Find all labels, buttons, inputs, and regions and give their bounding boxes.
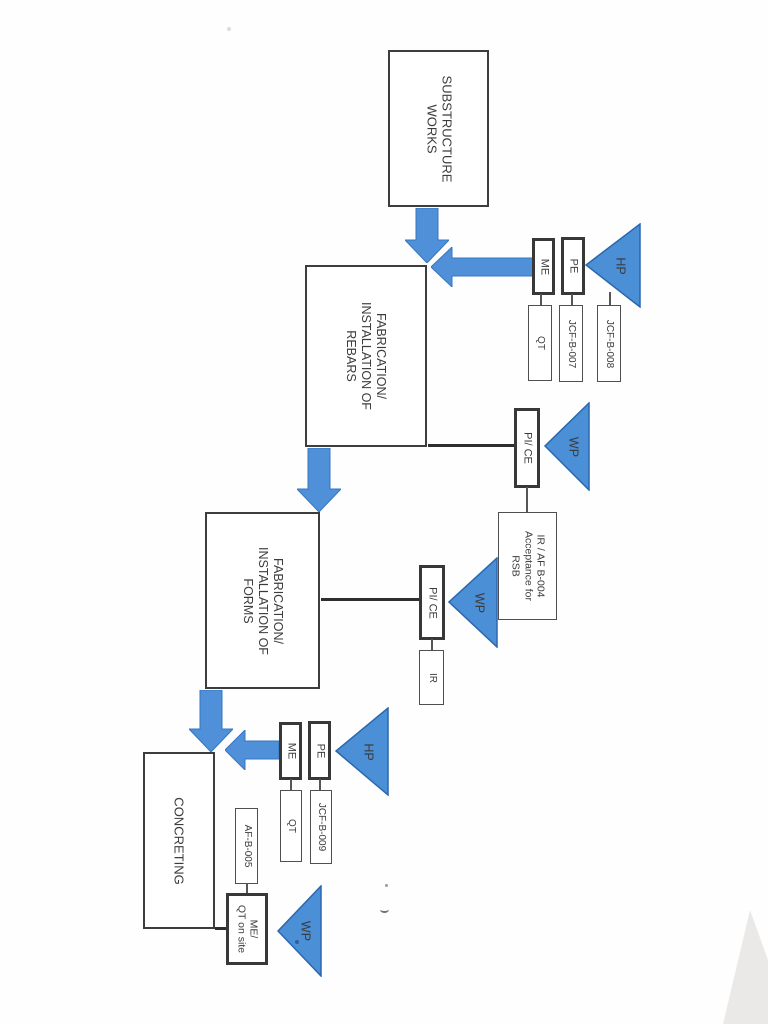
connector-line — [540, 294, 542, 306]
inspection-box-me-concreting: ME — [279, 722, 302, 780]
doc-label: JCF-B-009 — [315, 802, 327, 852]
connector-line — [609, 292, 611, 306]
inspection-label: PI/ CE — [521, 432, 534, 464]
ink-smudge-arc — [380, 906, 389, 913]
inspection-box-pi-ce-forms: PI/ CE — [419, 565, 445, 640]
inspection-label: PI/ CE — [426, 586, 439, 619]
inspection-label: ME/ QT on site — [235, 904, 260, 954]
doc-box-jcf-b-009: JCF-B-009 — [310, 790, 332, 864]
connector-line-rebars-to-pice — [428, 444, 514, 447]
connector-line-concreting-to-meqt — [215, 927, 227, 930]
connector-line — [319, 779, 321, 791]
doc-box-jcf-b-008: JCF-B-008 — [597, 305, 621, 382]
hold-point-triangle-rebars: HP — [584, 222, 641, 309]
inspection-box-pe-concreting: PE — [308, 721, 331, 780]
doc-box-ir-af-b-004: IR / AF B-004 Acceptance for RSB — [498, 512, 557, 620]
flow-box-fabrication-installation-forms: FABRICATION/ INSTALLATION OF FORMS — [205, 512, 320, 689]
witness-point-triangle-concreting: WP — [276, 884, 322, 978]
arrow-down-substructure-to-rebars — [403, 207, 451, 268]
witness-point-triangle-rebars: WP — [543, 401, 590, 492]
doc-label: QT — [534, 336, 546, 350]
inspection-box-me-rebars: ME — [532, 238, 555, 295]
arrow-left-me-to-concreting — [224, 728, 280, 775]
hold-point-label: HP — [613, 256, 628, 275]
doc-box-jcf-b-007: JCF-B-007 — [559, 305, 583, 382]
connector-line-forms-to-pice — [321, 598, 419, 601]
inspection-label: ME — [537, 258, 550, 275]
inspection-box-pe-rebars: PE — [561, 237, 585, 295]
inspection-label: PE — [567, 258, 580, 274]
connector-line — [526, 487, 528, 513]
witness-point-label: WP — [298, 920, 313, 942]
doc-box-qt-rebars: QT — [528, 305, 552, 381]
doc-label: IR — [426, 672, 438, 683]
inspection-box-pi-ce-rebars: PI/ CE — [514, 408, 540, 488]
flow-box-label: FABRICATION/ INSTALLATION OF FORMS — [241, 546, 285, 655]
doc-label: IR / AF B-004 Acceptance for RSB — [509, 530, 547, 602]
inspection-label: ME — [284, 742, 297, 760]
flow-box-label: FABRICATION/ INSTALLATION OF REBARS — [344, 302, 389, 410]
witness-point-label: WP — [565, 436, 580, 457]
doc-label: JCF-B-008 — [603, 319, 615, 368]
witness-point-triangle-forms: WP — [447, 556, 498, 649]
doc-label: JCF-B-007 — [565, 319, 577, 368]
doc-box-ir-forms: IR — [419, 650, 444, 705]
hold-point-triangle-concreting: HP — [334, 706, 389, 797]
inspection-box-me-qt-on-site: ME/ QT on site — [226, 893, 268, 965]
inspection-label: PE — [313, 743, 326, 758]
flow-box-fabrication-installation-rebars: FABRICATION/ INSTALLATION OF REBARS — [305, 265, 427, 447]
doc-box-af-b-005: AF-B-005 — [235, 808, 258, 884]
connector-line — [431, 639, 433, 651]
arrow-down-forms-to-concreting — [187, 689, 235, 757]
ink-smudge-dot — [385, 884, 388, 887]
connector-line — [246, 883, 248, 894]
flow-box-substructure-works: SUBSTRUCTURE WORKS — [388, 50, 489, 207]
connector-line — [571, 294, 573, 306]
arrow-down-rebars-to-forms — [295, 447, 343, 517]
hold-point-label: HP — [361, 742, 376, 761]
flow-box-concreting: CONCRETING — [143, 752, 215, 929]
scan-speck — [227, 27, 231, 31]
doc-box-qt-concreting: QT — [280, 790, 302, 862]
arrow-left-me-to-rebars — [430, 245, 536, 292]
flow-box-label: CONCRETING — [171, 796, 187, 885]
witness-point-label: WP — [472, 592, 487, 613]
connector-line — [290, 779, 292, 791]
scan-shadow-wedge — [715, 905, 768, 1024]
doc-label: AF-B-005 — [241, 824, 253, 868]
print-artifact-dot — [295, 940, 299, 944]
doc-label: QT — [285, 819, 297, 833]
flow-box-label: SUBSTRUCTURE WORKS — [423, 75, 454, 182]
